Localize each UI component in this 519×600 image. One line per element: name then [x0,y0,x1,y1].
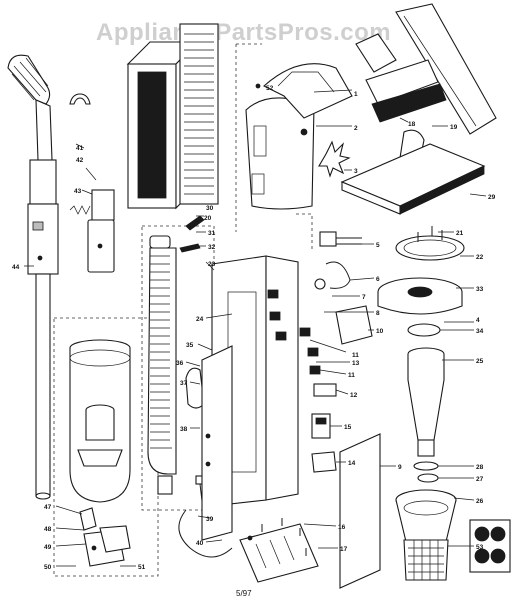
motor-housing-part-2 [245,97,315,210]
part-label-14: 14 [348,460,356,467]
part-label-39: 39 [206,516,214,523]
part-label-38: 38 [180,426,188,433]
part-label-1: 1 [354,91,358,98]
hose-group-box [141,225,215,511]
part-label-11b: 11 [348,372,355,379]
part-label-47: 47 [44,504,52,511]
part-label-21: 21 [456,230,464,237]
part-label-50: 50 [44,564,52,571]
part-label-35: 35 [186,342,194,349]
leader-lines [24,89,487,567]
part-label-31: 31 [208,230,216,237]
part-label-16: 16 [338,524,346,531]
body-dash-line-2 [296,213,313,250]
part-label-22: 22 [476,254,484,261]
part-label-8: 8 [376,310,380,317]
wand-tube [35,273,51,500]
part-label-5: 5 [376,242,380,249]
part-label-48: 48 [44,526,52,533]
page-code: 5/97 [236,589,252,598]
part-label-17: 17 [340,546,348,553]
part-label-34: 34 [476,328,484,335]
part-label-2: 2 [354,125,358,132]
side-panel-part-9 [339,433,381,589]
part-label-7: 7 [362,294,366,301]
floor-tool-part-29 [340,129,486,215]
part-label-43: 43 [74,188,82,195]
part-label-27: 27 [476,476,484,483]
washer-part-27 [417,473,439,483]
dust-cup-group-box [53,317,159,577]
part-label-36: 36 [176,360,184,367]
part-label-10: 10 [376,328,384,335]
part-label-28: 28 [476,464,484,471]
part-label-6: 6 [376,276,380,283]
cord-hook-part-31 [179,215,205,253]
body-dash-line [235,43,262,232]
part-label-30: 30 [206,205,214,212]
handle-grip-assembly [7,54,59,275]
part-label-32: 32 [208,244,216,251]
spring-part-43 [69,205,91,215]
bracket-part-14 [311,451,337,473]
separator-lid-part-33 [377,277,463,315]
pleated-filter-part-19 [179,23,219,205]
part-label-44: 44 [12,264,20,271]
base-plate-part-17 [239,523,319,583]
mesh-screen-part-53 [403,539,449,581]
part-label-18: 18 [408,121,416,128]
seal-part-34 [407,323,441,337]
part-label-19: 19 [450,124,458,131]
part-label-23: 23 [208,261,216,268]
label-part-3 [318,140,351,178]
switch-part-15 [311,413,331,439]
switch-and-latches [267,289,321,375]
clip-part-41 [69,93,91,105]
handle-top-part-1 [255,63,353,119]
crevice-tool-part-19 [395,3,497,135]
part-label-29: 29 [488,194,496,201]
part-label-42: 42 [76,157,84,164]
ring-part-36 [413,461,439,471]
part-label-33: 33 [476,286,484,293]
part-label-53: 53 [476,544,484,551]
bracket-part-13 [335,305,373,345]
part-label-9: 9 [398,464,402,471]
part-label-41: 41 [76,145,84,152]
main-body-front-panel [201,345,233,541]
wiring-switch-part-5 [319,231,362,247]
part-number-labels: 1 2 3 4 5 6 7 8 9 10 11 11 12 13 14 15 1… [12,85,496,571]
part-label-24: 24 [196,316,204,323]
belt-part-37 [185,367,205,409]
light-part-12 [313,383,337,397]
flexible-hose [147,235,177,495]
part-label-4: 4 [476,317,480,324]
cyclone-separator-part-25 [407,347,445,457]
cup-filter-insert [77,404,123,467]
part-label-13: 13 [352,360,360,367]
part-label-40: 40 [196,540,204,547]
part-label-26: 26 [476,498,484,505]
dusting-brush-part-18 [355,33,447,123]
watermark-text: AppliancePartsPros.com [96,19,391,46]
wire-harness-part-6 [314,261,351,290]
cup-latch-assembly [79,507,131,567]
part-label-49: 49 [44,544,52,551]
part-label-25: 25 [476,358,484,365]
part-label-52: 52 [266,85,274,92]
filter-cup-part-26 [395,489,457,551]
screws-part-16 [261,518,307,556]
part-label-37: 37 [180,380,188,387]
part-label-15: 15 [344,424,352,431]
part-label-3: 3 [354,168,358,175]
part-label-20: 20 [204,215,212,222]
part-label-11: 11 [352,352,359,359]
gasket-part-32 [395,235,465,261]
part-label-51: 51 [138,564,146,571]
coupling-part-42 [87,189,115,273]
part-label-12: 12 [350,392,358,399]
